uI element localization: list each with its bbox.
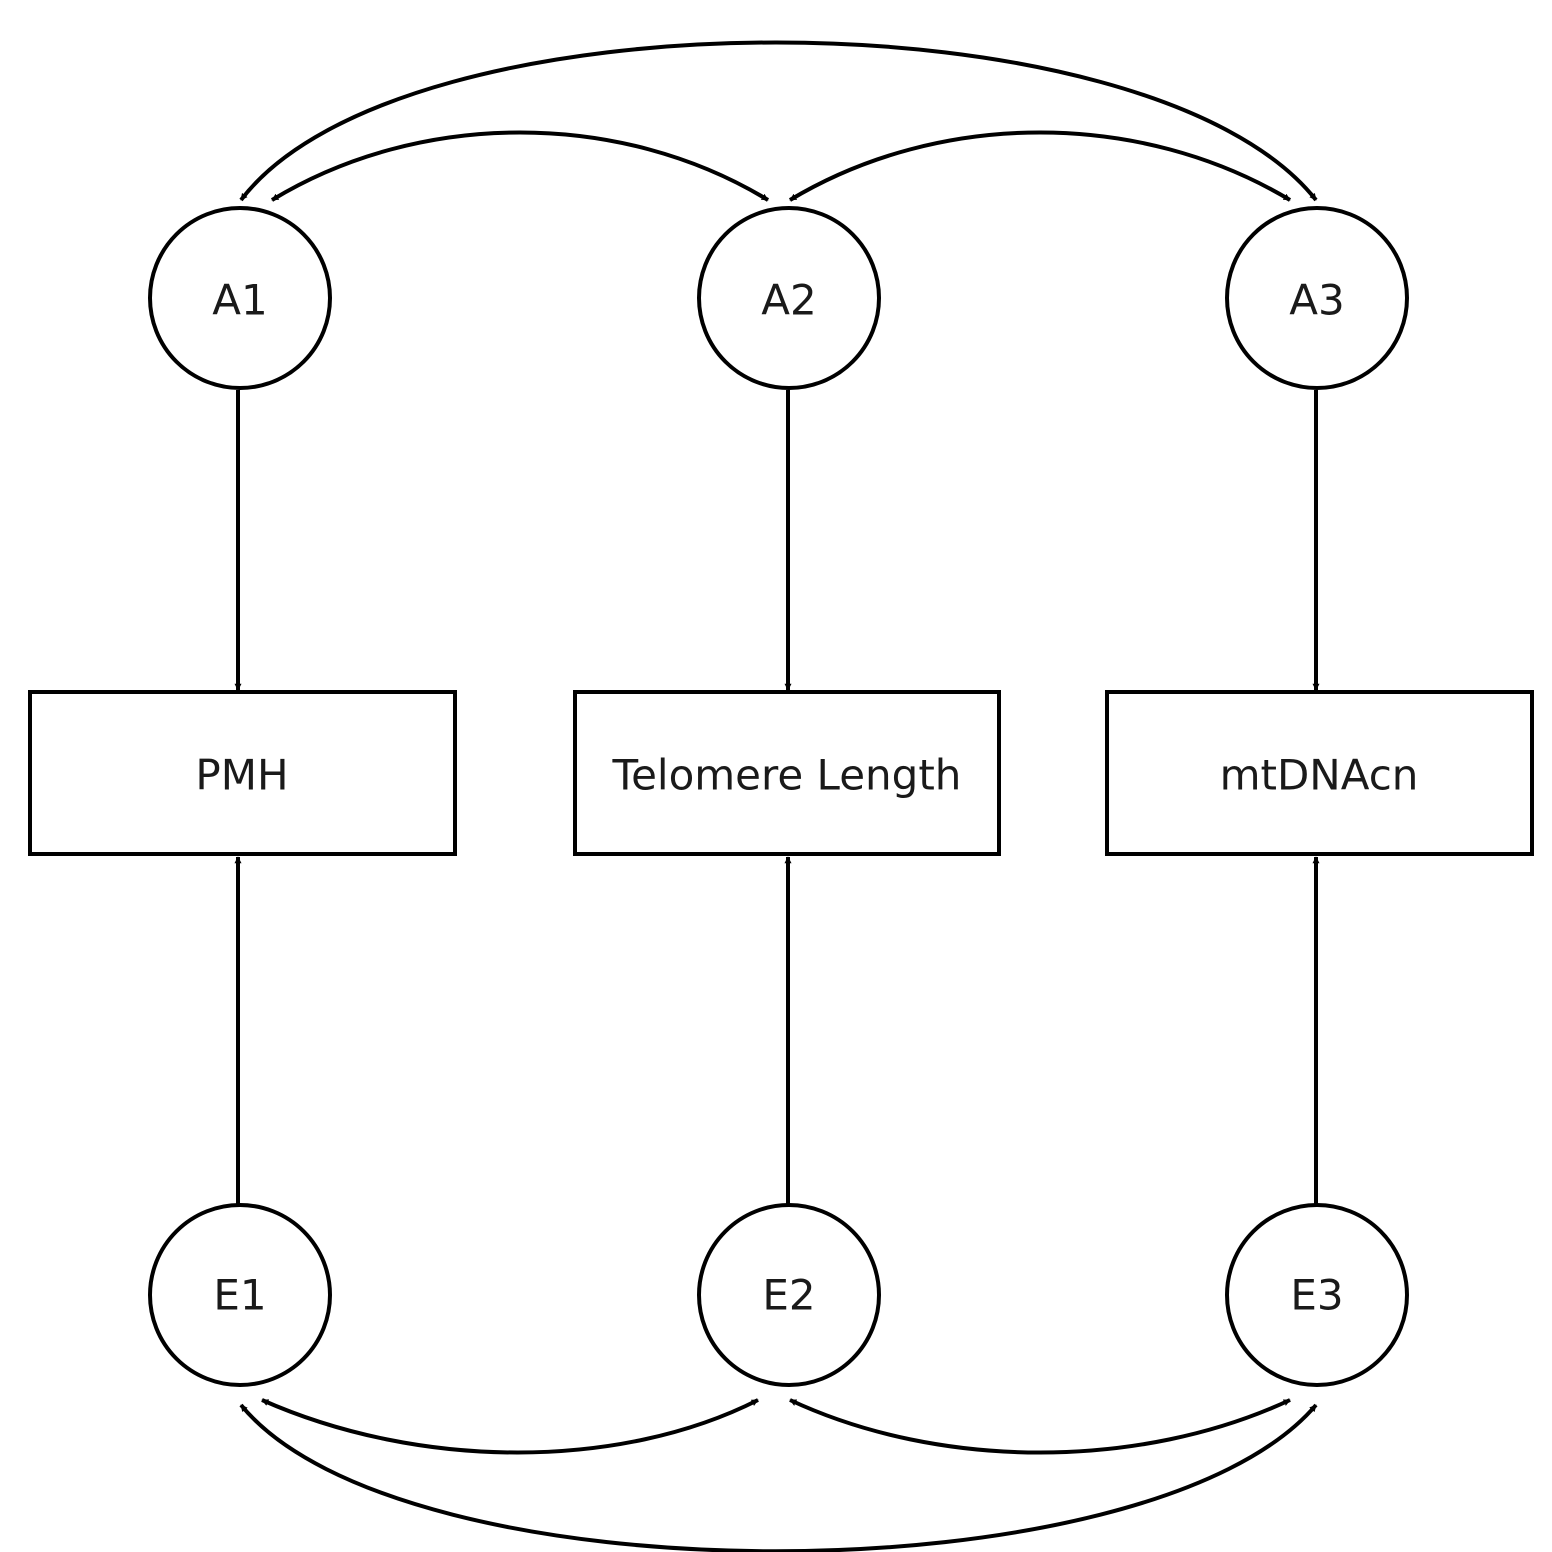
node-mtdnacn: mtDNAcn (1105, 690, 1534, 856)
node-a2-label: A2 (761, 276, 816, 325)
node-e3-label: E3 (1290, 1271, 1343, 1320)
node-a2: A2 (697, 206, 881, 390)
node-telomere-length: Telomere Length (573, 690, 1001, 856)
node-e1: E1 (148, 1203, 332, 1387)
arc-a1-a2 (270, 130, 770, 202)
node-pmh-label: PMH (195, 751, 288, 800)
node-a1: A1 (148, 206, 332, 390)
node-a3-label: A3 (1289, 276, 1344, 325)
node-pmh: PMH (28, 690, 457, 856)
arc-a1-a3 (239, 40, 1318, 202)
arc-e1-e3 (239, 1403, 1318, 1552)
node-telomere-length-label: Telomere Length (612, 751, 962, 800)
node-a1-label: A1 (212, 276, 267, 325)
arc-e2-e3 (789, 1398, 1291, 1455)
arc-e1-e2 (261, 1398, 759, 1455)
node-e2: E2 (697, 1203, 881, 1387)
node-mtdnacn-label: mtDNAcn (1220, 751, 1419, 800)
node-e2-label: E2 (762, 1271, 815, 1320)
arc-a2-a3 (788, 130, 1292, 202)
node-e3: E3 (1225, 1203, 1409, 1387)
node-e1-label: E1 (213, 1271, 266, 1320)
node-a3: A3 (1225, 206, 1409, 390)
